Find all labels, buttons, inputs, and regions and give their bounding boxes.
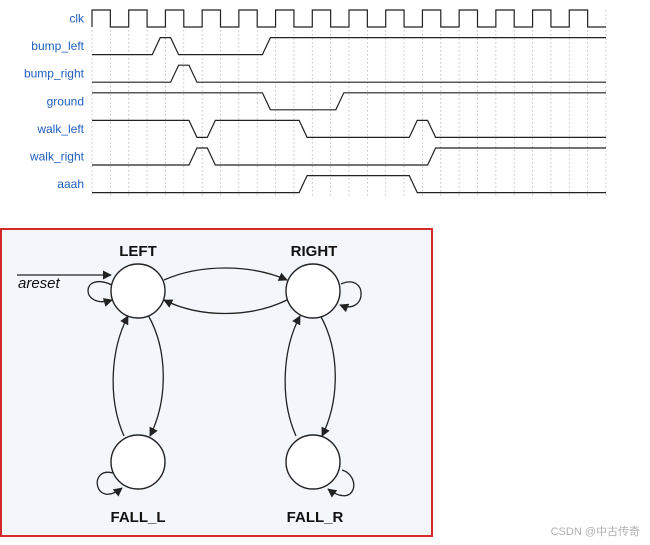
state-left-label: LEFT bbox=[119, 243, 157, 260]
state-right bbox=[285, 263, 341, 319]
transition-fall-l-to-left bbox=[112, 315, 129, 437]
transition-left-to-right bbox=[163, 267, 288, 281]
state-fall-r-label: FALL_R bbox=[287, 509, 344, 526]
waveform-clk bbox=[91, 9, 606, 28]
state-fall-l bbox=[110, 434, 166, 490]
signal-label-walk-left: walk_left bbox=[36, 122, 84, 136]
waveform-bump-right bbox=[92, 64, 606, 83]
waveform-ground bbox=[92, 92, 606, 111]
state-diagram-panel bbox=[0, 228, 433, 537]
transition-fall-r-to-right bbox=[284, 315, 301, 437]
self-loop-right bbox=[339, 281, 362, 313]
signal-label-bump-left: bump_left bbox=[31, 39, 84, 53]
signal-label-clk: clk bbox=[69, 12, 85, 26]
waveform-walk-left bbox=[92, 119, 606, 138]
transition-right-to-left bbox=[163, 299, 288, 315]
reset-label: areset bbox=[18, 275, 61, 292]
state-fall-r bbox=[285, 434, 341, 490]
transition-left-to-fall-l bbox=[147, 314, 164, 437]
self-loop-left bbox=[87, 280, 113, 307]
state-right-label: RIGHT bbox=[291, 243, 338, 260]
waveform-aaah bbox=[92, 175, 606, 194]
signal-label-aaah: aaah bbox=[57, 177, 84, 191]
watermark: CSDN @中古传奇 bbox=[550, 526, 640, 538]
state-left bbox=[110, 263, 166, 319]
self-loop-fall-l bbox=[96, 471, 123, 497]
signal-waveforms bbox=[91, 9, 606, 194]
self-loop-fall-r bbox=[327, 469, 355, 498]
state-fall-l-label: FALL_L bbox=[111, 509, 166, 526]
signal-label-walk-right: walk_right bbox=[29, 150, 85, 164]
waveform-bump-left bbox=[92, 36, 606, 56]
waveform-walk-right bbox=[92, 147, 606, 166]
timing-grid bbox=[91, 10, 607, 197]
transition-right-to-fall-r bbox=[319, 314, 336, 437]
signal-label-bump-right: bump_right bbox=[24, 67, 85, 81]
signal-label-ground: ground bbox=[47, 94, 84, 108]
